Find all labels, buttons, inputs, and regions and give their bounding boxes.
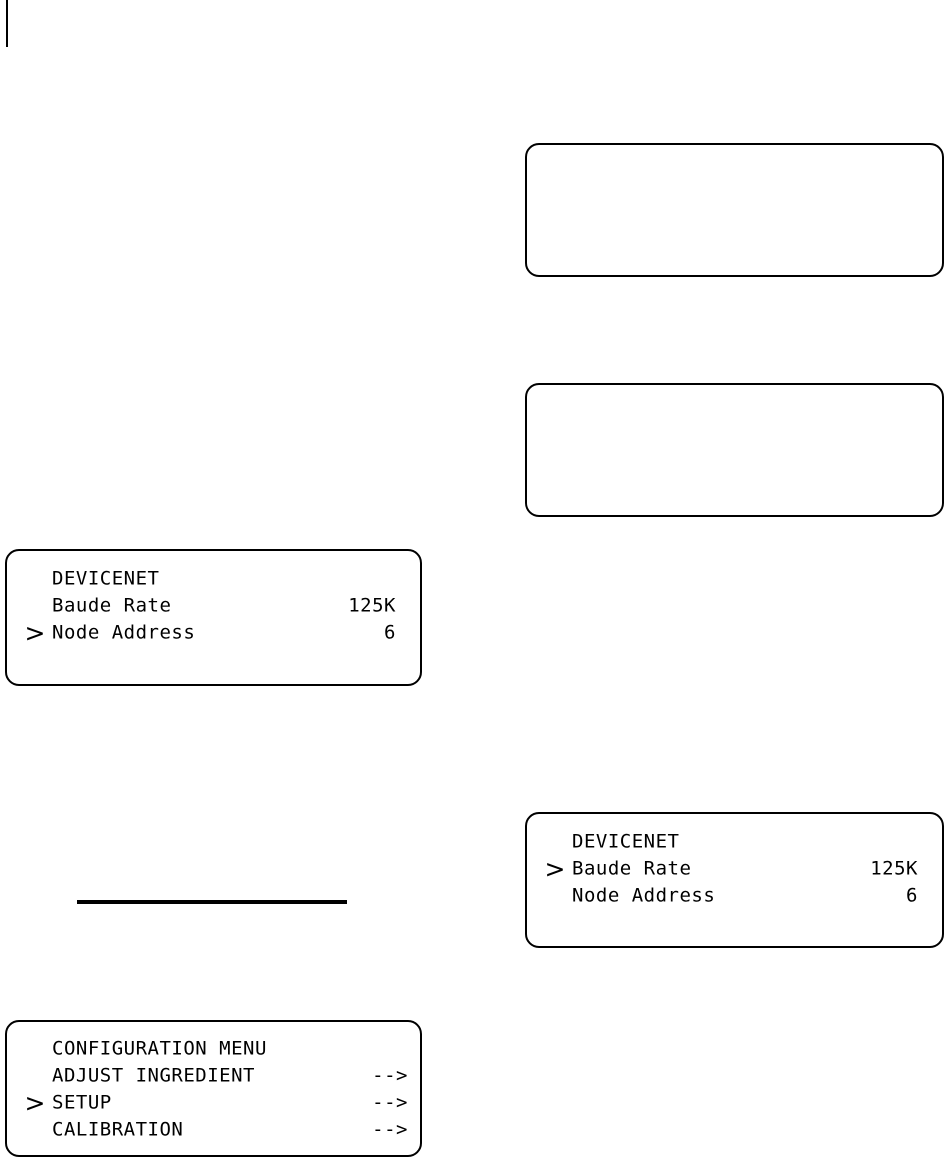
lcd-row: DEVICENET — [7, 565, 420, 592]
lcd-title-text: DEVICENET — [572, 830, 680, 852]
lcd-panel-devicenet-baud-selected: DEVICENET > Baude Rate 125K Node Address… — [525, 812, 944, 948]
menu-item-value: 125K — [348, 594, 396, 616]
menu-item-label: SETUP — [52, 1091, 112, 1113]
section-divider-rule — [77, 900, 347, 904]
lcd-panel-devicenet-node-selected: DEVICENET Baude Rate 125K > Node Address… — [5, 549, 422, 686]
menu-cursor-icon: > — [24, 618, 46, 647]
menu-item-baude-rate[interactable]: > Baude Rate 125K — [527, 855, 942, 882]
lcd-screen-configuration-menu: CONFIGURATION MENU ADJUST INGREDIENT -->… — [7, 1022, 420, 1155]
menu-item-label: ADJUST INGREDIENT — [52, 1064, 255, 1086]
lcd-screen-blank-middle — [527, 385, 942, 515]
menu-item-baude-rate[interactable]: Baude Rate 125K — [7, 592, 420, 619]
crop-mark-icon — [6, 0, 8, 47]
menu-item-setup[interactable]: > SETUP --> — [7, 1089, 420, 1116]
menu-cursor-icon: > — [24, 1088, 46, 1117]
menu-item-value: 125K — [870, 857, 918, 879]
menu-item-label: Baude Rate — [572, 857, 692, 879]
submenu-arrow-icon: --> — [372, 1091, 408, 1113]
submenu-arrow-icon: --> — [372, 1064, 408, 1086]
menu-item-label: CALIBRATION — [52, 1118, 184, 1140]
lcd-row: DEVICENET — [527, 828, 942, 855]
lcd-panel-blank-top — [525, 143, 944, 277]
menu-item-node-address[interactable]: > Node Address 6 — [7, 619, 420, 646]
menu-item-label: Node Address — [572, 884, 716, 906]
lcd-screen-devicenet-baud: DEVICENET > Baude Rate 125K Node Address… — [527, 814, 942, 946]
menu-item-label: Node Address — [52, 621, 196, 643]
menu-cursor-icon: > — [544, 854, 566, 883]
lcd-panel-configuration-menu: CONFIGURATION MENU ADJUST INGREDIENT -->… — [5, 1020, 422, 1157]
menu-item-adjust-ingredient[interactable]: ADJUST INGREDIENT --> — [7, 1062, 420, 1089]
menu-item-value: 6 — [384, 621, 396, 643]
submenu-arrow-icon: --> — [372, 1118, 408, 1140]
lcd-panel-blank-middle — [525, 383, 944, 517]
lcd-screen-blank-top — [527, 145, 942, 275]
lcd-title-text: DEVICENET — [52, 567, 160, 589]
lcd-row: CONFIGURATION MENU — [7, 1035, 420, 1062]
menu-item-label: Baude Rate — [52, 594, 172, 616]
lcd-screen-devicenet-node: DEVICENET Baude Rate 125K > Node Address… — [7, 551, 420, 684]
menu-item-calibration[interactable]: CALIBRATION --> — [7, 1116, 420, 1143]
menu-item-node-address[interactable]: Node Address 6 — [527, 882, 942, 909]
menu-item-value: 6 — [906, 884, 918, 906]
lcd-title-text: CONFIGURATION MENU — [52, 1037, 267, 1059]
